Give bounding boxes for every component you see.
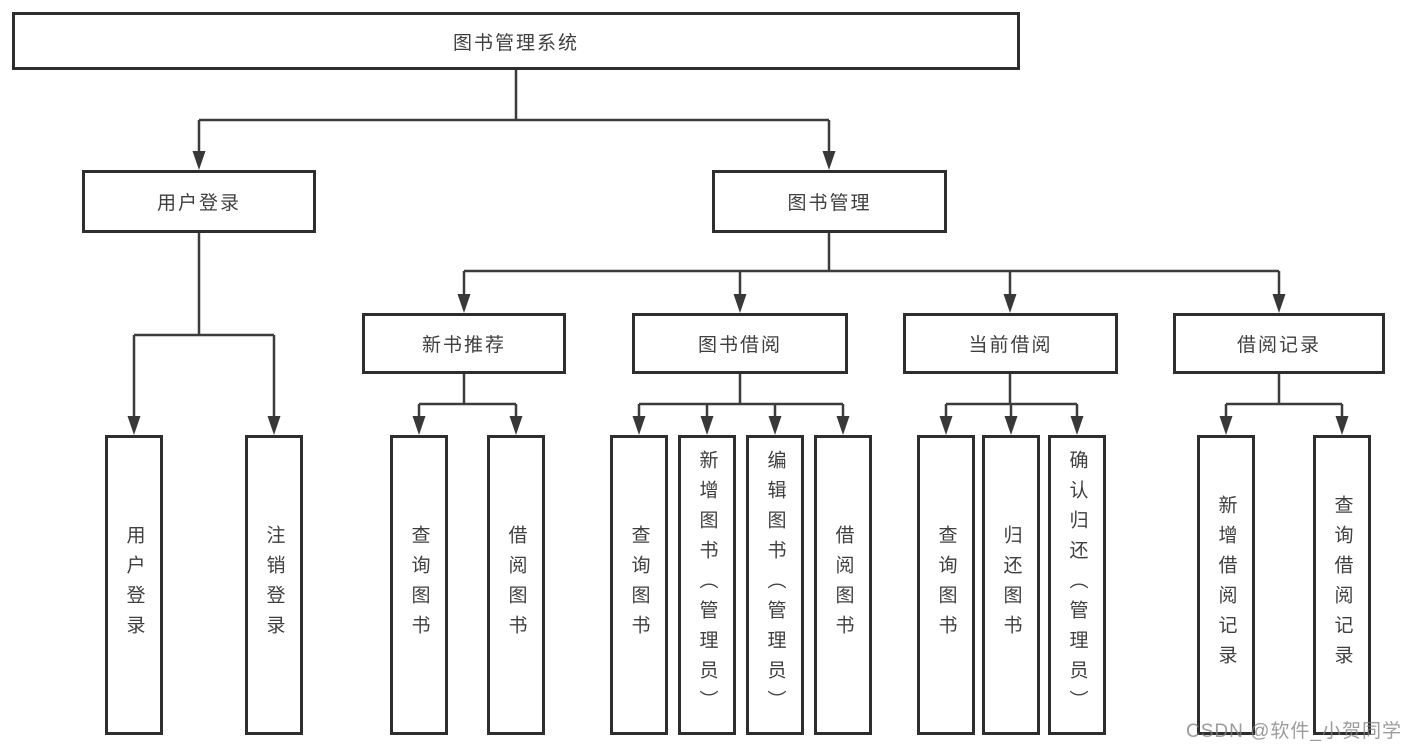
leaf-user-login-label: 用户登录: [123, 525, 145, 645]
leaf-borrow-books-recommend-label: 借阅图书: [505, 525, 527, 645]
leaf-add-borrow-record-label: 新增借阅记录: [1215, 495, 1237, 675]
node-current-borrowing: 当前借阅: [903, 313, 1118, 374]
leaf-return-books-label: 归还图书: [1000, 525, 1022, 645]
leaf-edit-books-admin: 编辑图书（管理员）: [746, 435, 804, 735]
leaf-add-borrow-record: 新增借阅记录: [1197, 435, 1255, 735]
node-new-book-recommend: 新书推荐: [362, 313, 566, 374]
leaf-query-borrow-record: 查询借阅记录: [1313, 435, 1371, 735]
node-book-borrowing-label: 图书借阅: [697, 335, 782, 356]
leaf-return-books: 归还图书: [982, 435, 1040, 735]
leaf-edit-books-admin-label: 编辑图书（管理员）: [764, 450, 786, 720]
node-book-borrowing: 图书借阅: [632, 313, 848, 374]
leaf-query-books-current-label: 查询图书: [935, 525, 957, 645]
leaf-borrow-books-recommend: 借阅图书: [487, 435, 545, 735]
node-root: 图书管理系统: [12, 12, 1020, 70]
node-borrow-records: 借阅记录: [1173, 313, 1385, 374]
leaf-confirm-return-admin-label: 确认归还（管理员）: [1066, 450, 1088, 720]
node-root-label: 图书管理系统: [452, 32, 579, 54]
leaf-add-books-admin-label: 新增图书（管理员）: [696, 450, 718, 720]
node-user-login-label: 用户登录: [156, 193, 241, 214]
leaf-query-books-recommend: 查询图书: [390, 435, 448, 735]
node-book-management-label: 图书管理: [787, 193, 872, 214]
leaf-logout-label: 注销登录: [263, 525, 285, 645]
leaf-query-books-borrow: 查询图书: [610, 435, 668, 735]
leaf-logout: 注销登录: [245, 435, 303, 735]
leaf-confirm-return-admin: 确认归还（管理员）: [1048, 435, 1106, 735]
node-new-book-recommend-label: 新书推荐: [421, 335, 506, 356]
arrowheads: [127, 151, 1349, 435]
leaf-query-books-current: 查询图书: [917, 435, 975, 735]
leaf-query-borrow-record-label: 查询借阅记录: [1331, 495, 1353, 675]
leaf-borrow-books: 借阅图书: [814, 435, 872, 735]
leaf-borrow-books-label: 借阅图书: [832, 525, 854, 645]
leaf-query-books-recommend-label: 查询图书: [408, 525, 430, 645]
watermark: CSDN @软件_小贺同学: [1186, 721, 1402, 742]
node-current-borrowing-label: 当前借阅: [968, 335, 1053, 356]
leaf-query-books-borrow-label: 查询图书: [628, 525, 650, 645]
node-borrow-records-label: 借阅记录: [1236, 335, 1321, 356]
leaf-user-login: 用户登录: [105, 435, 163, 735]
node-book-management: 图书管理: [712, 170, 947, 233]
leaf-add-books-admin: 新增图书（管理员）: [678, 435, 736, 735]
node-user-login: 用户登录: [82, 170, 316, 233]
connector-lines: [132, 70, 1344, 417]
